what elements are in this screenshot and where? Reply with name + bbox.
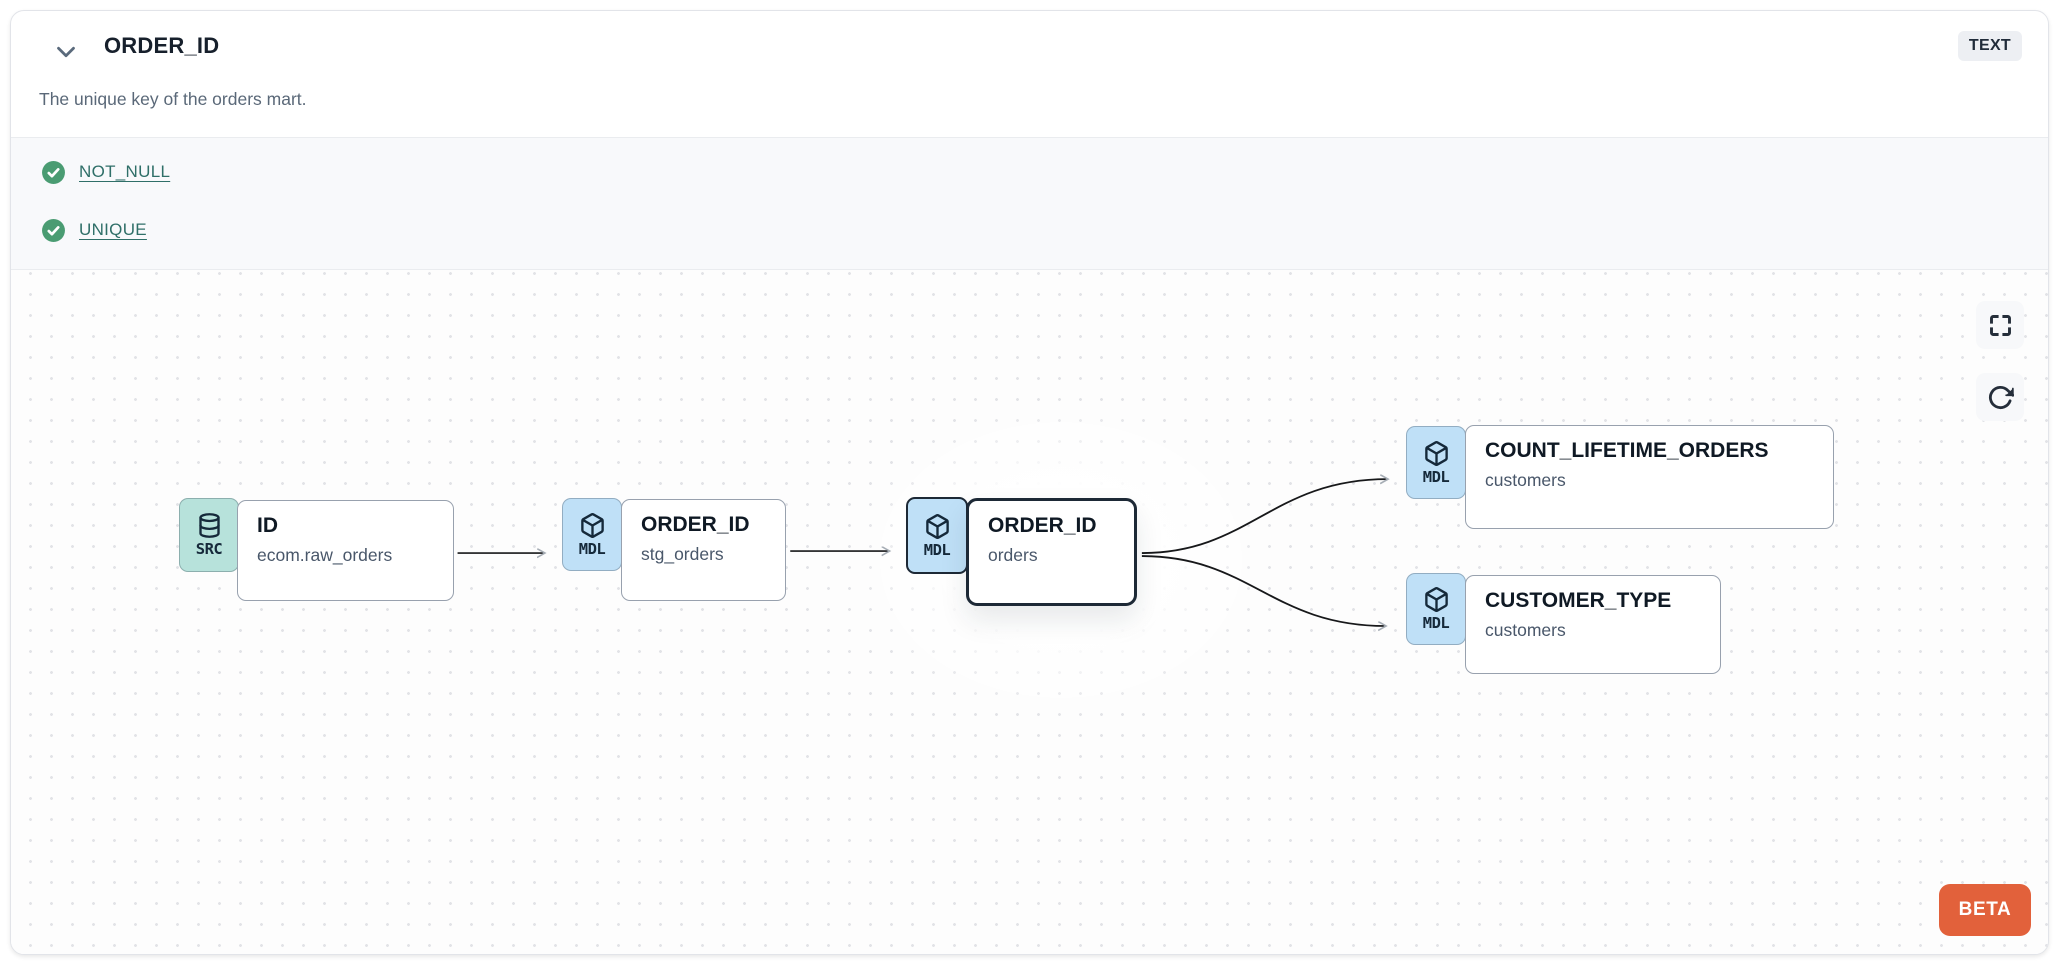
fullscreen-button[interactable] [1976,301,2024,349]
lineage-canvas[interactable]: SRC ID ecom.raw_orders MDL ORDER_ID stg_… [11,270,2048,955]
node-subtitle: customers [1485,620,1566,640]
test-row: UNIQUE [41,217,147,243]
node-subtitle: orders [988,545,1038,565]
node-title: ORDER_ID [988,514,1097,537]
node-title: ORDER_ID [641,513,750,536]
beta-badge-button[interactable]: BETA [1939,884,2031,936]
column-details-panel: ORDER_ID TEXT The unique key of the orde… [10,10,2049,955]
refresh-icon [1988,385,2014,409]
collapse-chevron-icon[interactable] [51,37,81,67]
test-link-unique[interactable]: UNIQUE [79,220,147,239]
node-type-badge: MDL [562,498,622,571]
check-circle-icon [42,218,65,242]
cube-icon [1424,440,1448,466]
test-row: NOT_NULL [41,159,170,185]
node-type-badge: MDL [906,497,968,574]
database-icon [198,513,220,538]
cube-icon [580,512,604,538]
node-subtitle: stg_orders [641,544,724,564]
node-title: COUNT_LIFETIME_ORDERS [1485,439,1769,462]
node-type-badge: MDL [1406,426,1466,499]
node-card: CUSTOMER_TYPE customers [1465,575,1721,674]
column-title: ORDER_ID [104,33,220,58]
maximize-icon [1989,314,2011,336]
test-link-not-null[interactable]: NOT_NULL [79,162,171,181]
node-card: ORDER_ID stg_orders [621,499,786,601]
node-card: ORDER_ID orders [966,498,1137,606]
node-type-badge: MDL [1406,573,1466,645]
node-badge-label: MDL [1422,467,1450,486]
node-subtitle: customers [1485,470,1566,490]
node-title: CUSTOMER_TYPE [1485,589,1672,612]
node-type-badge: SRC [179,498,239,572]
lineage-edges [457,270,2048,955]
tests-section: NOT_NULL UNIQUE [11,137,2048,270]
node-title: ID [257,514,278,537]
node-badge-label: SRC [195,540,223,558]
node-badge-label: MDL [923,540,951,559]
column-description: The unique key of the orders mart. [39,89,307,109]
node-card: COUNT_LIFETIME_ORDERS customers [1465,425,1834,529]
node-badge-label: MDL [1422,614,1450,632]
cube-icon [925,513,949,539]
column-type-badge: TEXT [1957,31,2022,61]
node-badge-label: MDL [578,539,606,558]
cube-icon [1424,587,1448,613]
check-circle-icon [42,160,65,184]
node-card: ID ecom.raw_orders [237,500,454,601]
node-subtitle: ecom.raw_orders [257,545,393,565]
refresh-button[interactable] [1976,373,2024,421]
